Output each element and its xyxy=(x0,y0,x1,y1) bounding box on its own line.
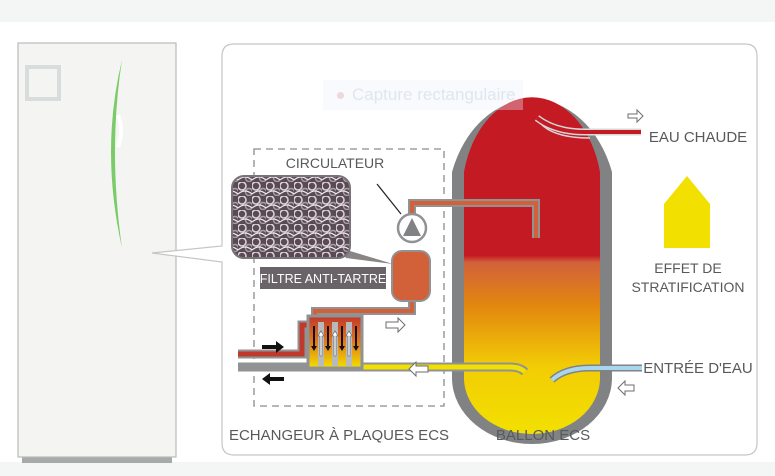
primary-out-arrow-icon xyxy=(262,373,284,385)
dhw-tank xyxy=(452,97,612,444)
filter-label: FILTRE ANTI-TARTRE xyxy=(260,272,386,286)
up-arrows xyxy=(317,330,353,357)
return-flow-arrow-icon xyxy=(408,360,429,378)
circulator-label: CIRCULATEUR xyxy=(286,155,385,171)
primary-in-arrow-icon xyxy=(262,341,284,353)
down-arrows xyxy=(311,326,359,351)
bottom-band xyxy=(0,462,775,476)
loop-flow-arrow-icon xyxy=(385,316,406,334)
unit-logo-square xyxy=(25,65,61,101)
photo-pointer xyxy=(340,248,393,264)
hot-water-outlet-pipe xyxy=(534,115,641,139)
unit-base-shadow xyxy=(22,457,172,463)
circulator-leader-line xyxy=(376,183,402,215)
limescale-photo xyxy=(231,175,351,259)
circulator-pump xyxy=(396,212,428,244)
outflow-arrow-icon xyxy=(627,108,644,124)
unit-body xyxy=(17,42,177,458)
cold-return-pipe xyxy=(238,362,529,376)
water-inlet-label: ENTRÉE D'EAU xyxy=(643,360,753,377)
exchanger-dashed-frame xyxy=(253,148,445,407)
stratification-label-line1: EFFET DE xyxy=(654,260,721,276)
unit-highlight xyxy=(116,114,123,148)
hot-water-label: EAU CHAUDE xyxy=(649,129,747,146)
pump-triangle-icon xyxy=(403,218,421,236)
exchanger-label: ECHANGEUR À PLAQUES ECS xyxy=(229,427,449,444)
plate-heat-exchanger xyxy=(306,314,364,370)
unit-green-accent xyxy=(111,60,122,248)
inflow-arrow-icon xyxy=(617,379,635,397)
anti-scale-filter xyxy=(391,250,431,302)
scale-photo-inset xyxy=(231,175,393,264)
tank-water-stratified xyxy=(464,97,600,434)
tank-label: BALLON ECS xyxy=(496,427,590,444)
heat-pump-unit xyxy=(17,42,177,463)
filter-label-bg xyxy=(260,267,386,289)
stratification-label-line2: STRATIFICATION xyxy=(631,279,744,295)
stratification-arrow-icon xyxy=(664,176,710,248)
cold-water-inlet-pipe xyxy=(549,364,642,383)
